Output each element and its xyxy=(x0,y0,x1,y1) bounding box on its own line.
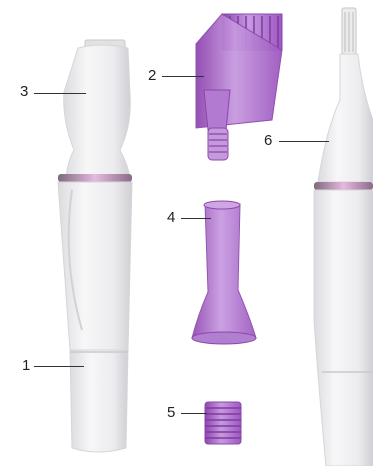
cap-top xyxy=(204,201,240,209)
precision-neck xyxy=(318,54,373,182)
callout-line-5 xyxy=(181,413,207,414)
trimmer-ring-left xyxy=(58,174,132,182)
callout-label-3: 3 xyxy=(20,84,28,99)
protective-cap xyxy=(192,201,256,344)
comb-stem xyxy=(208,128,228,160)
callout-label-6: 6 xyxy=(264,133,272,148)
callout-label-2: 2 xyxy=(148,68,156,83)
callout-line-1 xyxy=(34,366,84,367)
callout-label-4: 4 xyxy=(167,210,175,225)
callout-line-3 xyxy=(34,93,86,94)
trimmer-device-left xyxy=(58,40,132,452)
callout-label-1: 1 xyxy=(22,358,30,373)
callout-label-5: 5 xyxy=(167,405,175,420)
callout-line-6 xyxy=(279,141,329,142)
small-comb xyxy=(205,402,241,444)
cap-body xyxy=(192,204,256,343)
trimmer-head-left xyxy=(64,45,131,178)
comb-neck xyxy=(204,90,230,130)
callout-line-4 xyxy=(181,218,211,219)
trimmer-handle-right xyxy=(314,190,373,466)
callout-line-2 xyxy=(162,76,204,77)
trimmer-ring-right xyxy=(314,182,373,190)
cap-opening xyxy=(192,332,256,344)
trimmer-device-right xyxy=(314,8,373,466)
